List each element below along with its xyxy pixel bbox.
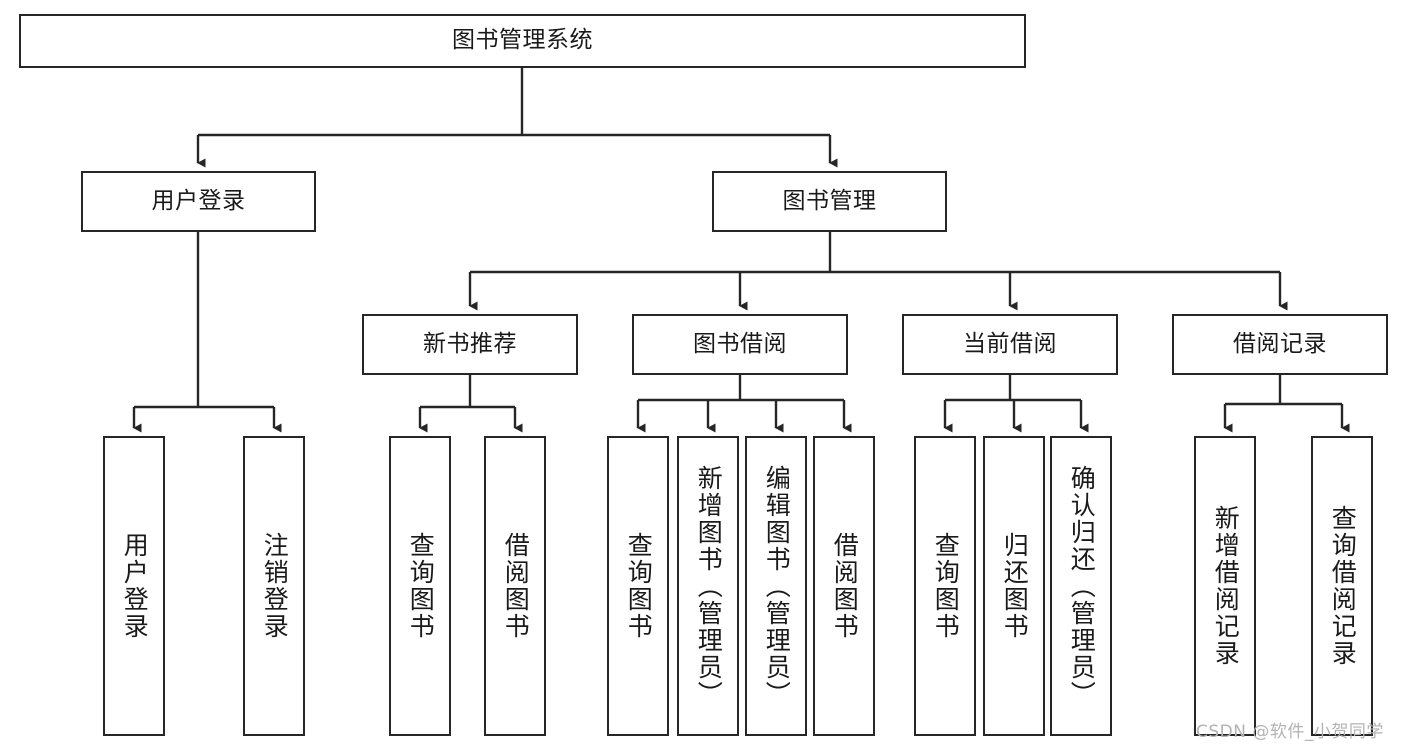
node-leaf-return-book[interactable]: 归还图书 (983, 436, 1045, 736)
csdn-watermark: CSDN @软件_小贺同学 (1196, 722, 1384, 742)
node-book-manage[interactable]: 图书管理 (712, 171, 947, 232)
node-user-login-label: 用户登录 (151, 187, 246, 214)
node-root[interactable]: 图书管理系统 (19, 14, 1026, 68)
node-leaf-add-record-label: 新增借阅记录 (1211, 505, 1241, 667)
node-borrow-record[interactable]: 借阅记录 (1172, 314, 1388, 375)
node-root-label: 图书管理系统 (452, 27, 593, 54)
node-leaf-borrow-book-2-label: 借阅图书 (830, 532, 860, 640)
node-new-book-rec-label: 新书推荐 (423, 330, 517, 357)
node-leaf-return-book-label: 归还图书 (1000, 532, 1030, 640)
node-leaf-borrow-book-1-label: 借阅图书 (501, 532, 531, 640)
node-leaf-query-record-label: 查询借阅记录 (1328, 505, 1358, 667)
node-book-borrow[interactable]: 图书借阅 (632, 314, 848, 375)
node-leaf-query-book-2-label: 查询图书 (624, 532, 654, 640)
node-book-borrow-label: 图书借阅 (693, 330, 787, 357)
node-leaf-query-book-2[interactable]: 查询图书 (607, 436, 669, 736)
node-book-manage-label: 图书管理 (782, 187, 877, 214)
node-new-book-rec[interactable]: 新书推荐 (362, 314, 578, 375)
node-leaf-logout[interactable]: 注销登录 (243, 436, 305, 736)
node-leaf-query-book-3-label: 查询图书 (931, 532, 961, 640)
node-leaf-add-record[interactable]: 新增借阅记录 (1194, 436, 1256, 736)
node-leaf-query-record[interactable]: 查询借阅记录 (1311, 436, 1373, 736)
node-leaf-edit-book[interactable]: 编辑图书（管理员） (745, 436, 807, 736)
node-user-login[interactable]: 用户登录 (81, 171, 316, 232)
node-leaf-borrow-book-1[interactable]: 借阅图书 (484, 436, 546, 736)
node-leaf-query-book-1[interactable]: 查询图书 (389, 436, 451, 736)
node-leaf-edit-book-label: 编辑图书（管理员） (762, 464, 792, 708)
node-leaf-add-book[interactable]: 新增图书（管理员） (677, 436, 739, 736)
node-leaf-logout-label: 注销登录 (260, 532, 290, 640)
node-borrow-record-label: 借阅记录 (1233, 330, 1327, 357)
node-current-borrow[interactable]: 当前借阅 (902, 314, 1118, 375)
node-leaf-query-book-3[interactable]: 查询图书 (914, 436, 976, 736)
node-leaf-confirm-return[interactable]: 确认归还（管理员） (1050, 436, 1112, 736)
node-leaf-user-login[interactable]: 用户登录 (103, 436, 165, 736)
node-leaf-add-book-label: 新增图书（管理员） (694, 464, 724, 708)
node-leaf-confirm-return-label: 确认归还（管理员） (1067, 464, 1097, 708)
node-leaf-query-book-1-label: 查询图书 (406, 532, 436, 640)
node-leaf-borrow-book-2[interactable]: 借阅图书 (813, 436, 875, 736)
node-current-borrow-label: 当前借阅 (963, 330, 1057, 357)
node-leaf-user-login-label: 用户登录 (120, 532, 150, 640)
